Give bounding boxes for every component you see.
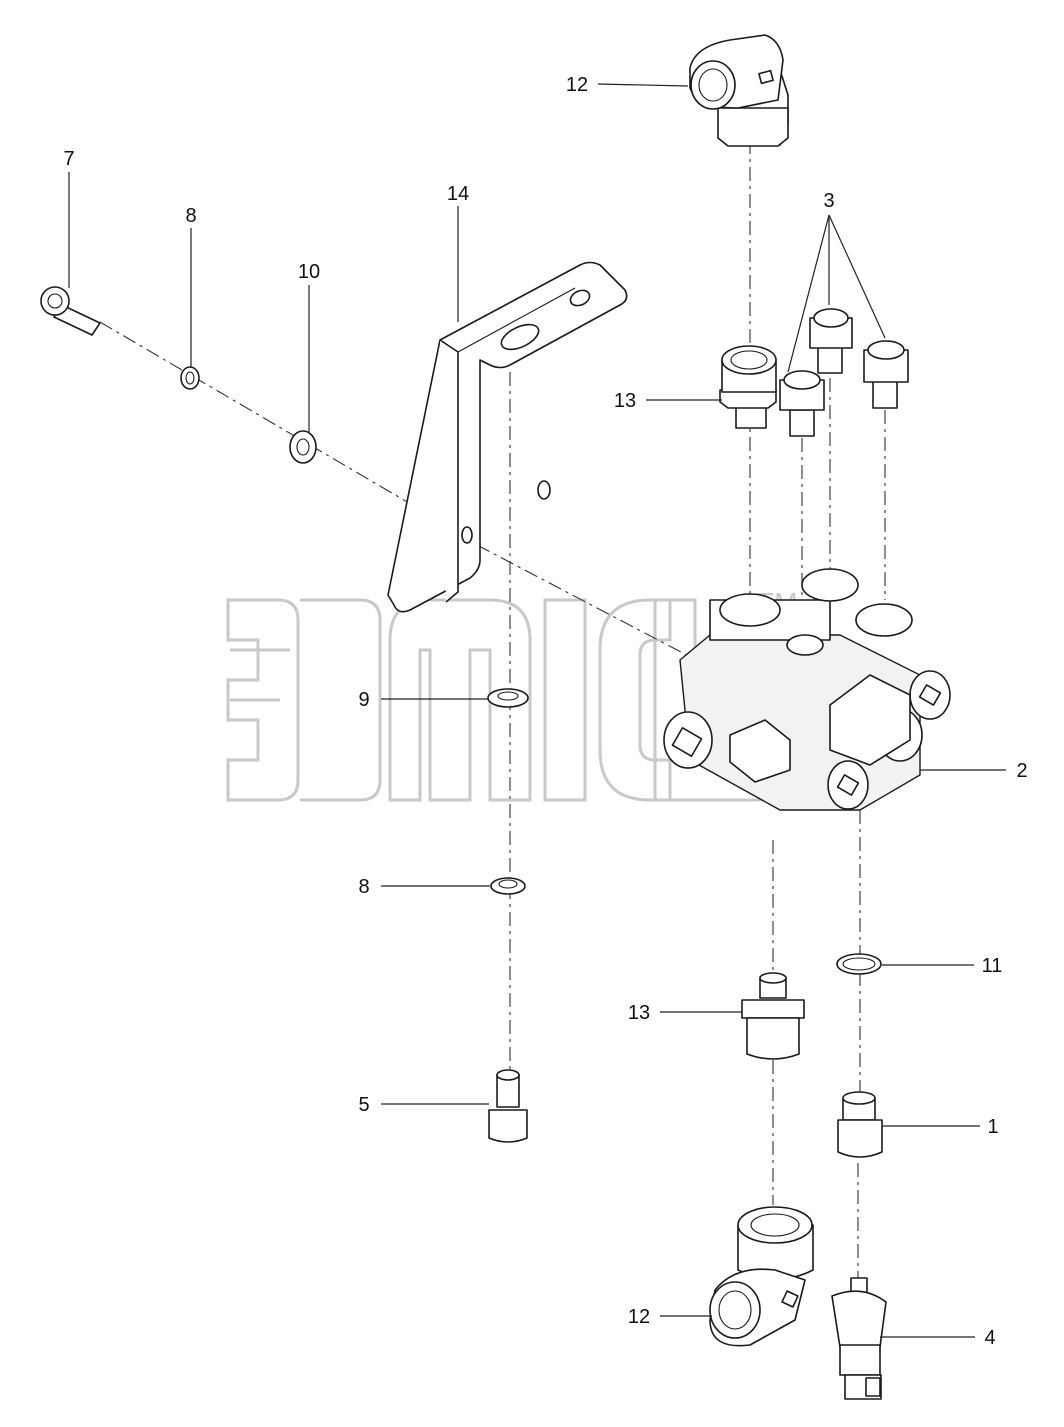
washer-9 — [487, 688, 529, 708]
small-adapter-c — [863, 340, 909, 409]
adapter-fitting-top — [719, 345, 777, 429]
callout-13-lower: 13 — [628, 1002, 650, 1024]
nipple-fitting — [837, 1091, 883, 1158]
cap-screw-left — [40, 286, 101, 336]
callout-11: 11 — [982, 955, 1003, 977]
callout-6: 7 — [63, 148, 74, 170]
callout-labels: 7 8 10 14 12 3 13 9 2 8 11 13 5 1 12 4 — [63, 74, 1027, 1349]
adapter-fitting-lower — [741, 972, 805, 1060]
callout-2: 2 — [1016, 760, 1027, 782]
callout-7: 8 — [185, 205, 196, 227]
callout-13-top: 13 — [614, 390, 636, 412]
callout-8: 8 — [358, 876, 369, 898]
callout-3: 3 — [823, 190, 834, 212]
valve-block — [663, 568, 951, 811]
elbow-fitting-lower — [709, 1206, 814, 1347]
callout-12-lower: 12 — [628, 1306, 650, 1328]
flat-washer-10 — [289, 430, 317, 464]
callout-10: 10 — [298, 261, 320, 283]
pressure-sensor — [831, 1277, 887, 1400]
elbow-fitting-top — [689, 34, 789, 147]
callout-1: 1 — [987, 1116, 998, 1138]
o-ring — [836, 953, 882, 975]
callout-5: 5 — [358, 1094, 369, 1116]
lock-washer-8 — [490, 877, 526, 895]
callout-4: 4 — [984, 1327, 995, 1349]
cap-screw-lower — [488, 1069, 528, 1143]
mounting-bracket — [387, 261, 628, 613]
callout-12-top: 12 — [566, 74, 588, 96]
small-adapter-b — [809, 308, 853, 374]
leader-lines — [68, 83, 1006, 1338]
callout-14: 14 — [447, 183, 469, 205]
lock-washer-7 — [180, 366, 200, 390]
small-adapter-a — [779, 370, 825, 437]
callout-9: 9 — [358, 689, 369, 711]
